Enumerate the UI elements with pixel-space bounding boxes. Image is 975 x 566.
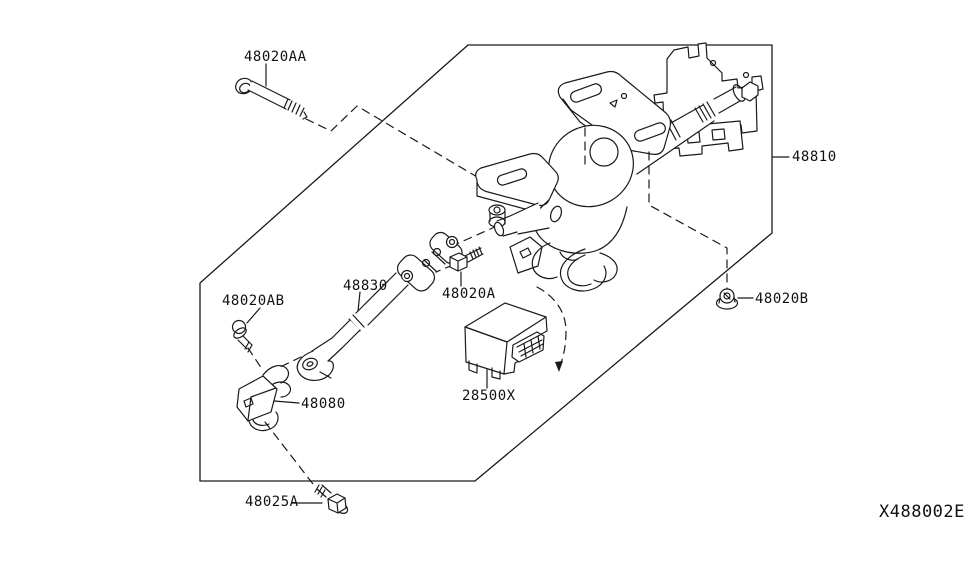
control-unit-box — [464, 302, 548, 380]
part-label-48020b: 48020B — [755, 291, 809, 307]
label-leader-lines — [246, 63, 790, 504]
steering-column-assembly — [475, 42, 764, 292]
border-frame — [199, 44, 773, 482]
bolt-48020a — [449, 246, 484, 272]
part-label-48830: 48830 — [343, 278, 388, 294]
bolt-48025a — [314, 484, 349, 514]
part-label-48020aa: 48020AA — [244, 49, 307, 65]
nut-48020b — [715, 288, 739, 310]
drawing-code: X488002E — [879, 502, 965, 522]
part-label-48020a: 48020A — [442, 286, 496, 302]
joint-clamp — [236, 365, 292, 432]
part-label-48080: 48080 — [301, 396, 346, 412]
bolt-48020ab — [231, 319, 253, 353]
mounting-arrow — [555, 361, 563, 372]
intermediate-shaft — [296, 231, 463, 381]
part-label-48810: 48810 — [792, 149, 837, 165]
part-label-48020ab: 48020AB — [222, 293, 285, 309]
part-label-48025a: 48025A — [245, 494, 299, 510]
bolt-48020aa — [235, 77, 308, 120]
part-label-28500x: 28500X — [462, 388, 516, 404]
